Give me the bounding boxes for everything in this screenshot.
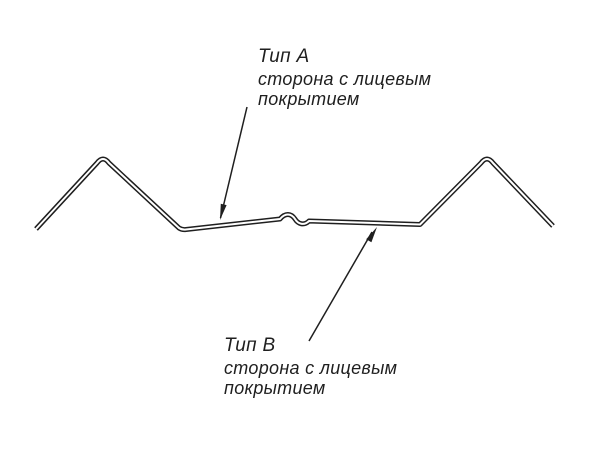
label-type-a-title: Тип А — [258, 46, 310, 67]
label-type-b-line1: сторона с лицевым — [224, 358, 398, 378]
label-type-a: Тип А сторона с лицевым покрытием — [258, 46, 432, 110]
label-type-a-line2: покрытием — [258, 89, 360, 109]
label-type-a-line1: сторона с лицевым — [258, 69, 432, 89]
label-type-b-line2: покрытием — [224, 378, 326, 398]
label-type-b: Тип В сторона с лицевым покрытием — [224, 335, 398, 399]
leader-line-a — [219, 106, 248, 219]
label-type-b-title: Тип В — [224, 335, 276, 356]
profile-inner-line — [35, 158, 554, 231]
arrowhead-b — [366, 227, 377, 243]
arrowhead-a — [220, 203, 227, 220]
leader-line-b — [308, 231, 373, 342]
